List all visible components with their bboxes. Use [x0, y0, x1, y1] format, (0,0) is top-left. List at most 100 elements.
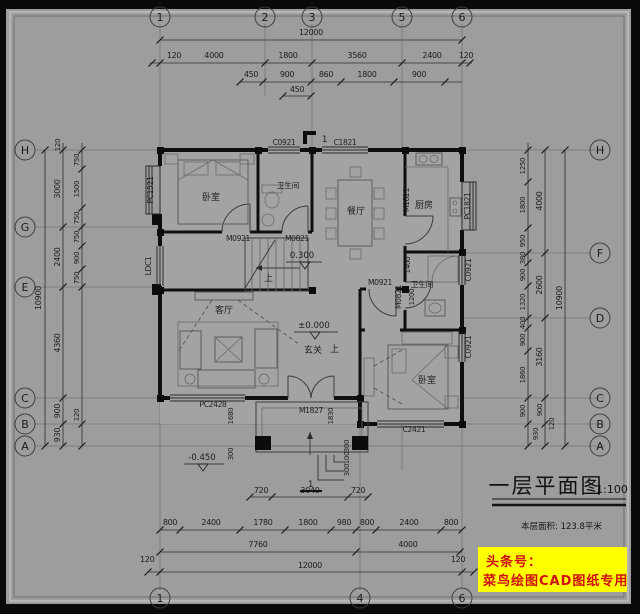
elevation-value: ±0.000	[298, 321, 329, 331]
dim: 950	[519, 235, 527, 247]
room-label-bath2: 卫生间	[411, 279, 434, 289]
grid-label-1: 1	[157, 11, 164, 24]
furniture-bath2	[424, 255, 459, 317]
dim: 860	[319, 70, 334, 79]
dim: 100	[343, 452, 351, 464]
grid-bubbles-top: 1 2 3 5 6	[149, 6, 473, 28]
grid-bubbles-bottom: 1 4 6	[149, 587, 473, 609]
dim: 450	[244, 70, 259, 79]
dim: 1800	[278, 51, 297, 60]
dim: 750	[73, 231, 81, 243]
dim: 300	[343, 440, 351, 452]
dim: 120	[140, 555, 155, 564]
dim: 930	[53, 428, 62, 443]
grid-label-D: D	[596, 312, 604, 325]
dim: 800	[360, 518, 375, 527]
grid-label-1b: 1	[157, 592, 164, 605]
room-label-dining: 餐厅	[347, 205, 365, 217]
dim-interior: 1680 1830 1400 1200 300 300 100 300	[227, 257, 416, 477]
dim: 2400	[53, 247, 62, 266]
furniture-kitchen	[405, 152, 462, 252]
dim: 930	[532, 428, 540, 440]
elevation-ground: ±0.000	[294, 321, 338, 340]
door-m1821-kitchen	[404, 215, 434, 245]
dim: 800	[163, 518, 178, 527]
section-marks: 1 1	[300, 131, 327, 492]
elevation-value: 0.300	[290, 251, 314, 261]
dim: 900	[519, 405, 527, 417]
dim-left: 10900 120 3000 2400 4360 900 930 750 150…	[34, 139, 87, 451]
grid-label-G: G	[21, 221, 30, 234]
dim: 120	[54, 139, 62, 151]
dim: 900	[519, 269, 527, 281]
elevation-landing: 0.300	[286, 251, 322, 270]
dim: 4360	[53, 333, 62, 352]
window-c0921-right2	[458, 332, 466, 362]
door-m0921-bedroom1	[221, 203, 251, 233]
dim: 1250	[519, 158, 527, 175]
furniture-bath1	[261, 184, 283, 227]
dim: 720	[254, 486, 269, 495]
dim: 10900	[555, 286, 564, 310]
dim: 2600	[535, 275, 544, 294]
dim: 1200	[408, 289, 416, 306]
dim: 3000	[53, 179, 62, 198]
dim: 380	[519, 252, 527, 264]
dim: 12000	[298, 561, 322, 570]
dim: 750	[73, 272, 81, 284]
furniture-bedroom1	[164, 153, 255, 225]
entry-porch	[255, 401, 369, 481]
window-pc1521-bay	[145, 165, 161, 215]
badge-line2: 菜鸟绘图CAD图纸专用	[482, 573, 628, 589]
grid-label-C: C	[21, 392, 29, 405]
grid-bubble	[451, 6, 473, 28]
elevation-value: -0.450	[188, 453, 215, 463]
watermark-badge: 头条号： 菜鸟绘图CAD图纸专用	[478, 547, 628, 592]
dim: 980	[337, 518, 352, 527]
title-block: 一层平面图 1:100 本层面积: 123.8平米	[489, 474, 628, 532]
floor-area-label: 本层面积: 123.8平米	[521, 521, 602, 532]
stairs-up-label: 上	[264, 273, 273, 284]
grid-bubble	[391, 6, 413, 28]
opening-labels: C0921 C1821 PC1521 LDC1 PC1821 C0921 C09…	[144, 138, 473, 434]
window-c2421	[377, 420, 444, 428]
grid-label-Cr: C	[596, 392, 604, 405]
dim: 3560	[347, 51, 366, 60]
elevation-markers: 0.300 ±0.000 -0.450 上	[184, 251, 339, 472]
dim: 120	[167, 51, 182, 60]
grid-bubbles-left: H G E C B A	[14, 139, 36, 457]
grid-bubble	[301, 6, 323, 28]
grid-label-6: 6	[459, 11, 466, 24]
dim: 1400	[404, 257, 412, 274]
walls	[152, 147, 466, 428]
grid-label-2: 2	[262, 11, 269, 24]
section-mark-bottom: 1	[308, 480, 313, 490]
dim: 900	[53, 404, 62, 419]
label-m0921-a: M0921	[226, 234, 251, 243]
label-c0921-top: C0921	[273, 138, 296, 147]
label-pc1521: PC1521	[146, 176, 155, 204]
window-pc1821-bay	[461, 181, 477, 231]
grid-bubble	[254, 6, 276, 28]
drawing-scale: 1:100	[596, 483, 628, 496]
label-c0921-r2: C0921	[464, 335, 473, 358]
furniture-bedroom2	[363, 331, 459, 410]
door-m0821-bath2	[404, 281, 432, 309]
grid-label-Hr: H	[596, 144, 604, 157]
dim: 120	[548, 418, 556, 430]
window-c1821-top	[322, 146, 368, 154]
dim: 1780	[253, 518, 272, 527]
dim: 1680	[227, 408, 235, 425]
inner-frame-dark	[13, 15, 625, 598]
foyer-up-label: 上	[330, 344, 339, 355]
room-label-foyer: 玄关	[304, 344, 322, 356]
badge-line1: 头条号：	[486, 554, 542, 570]
grid-label-H: H	[21, 144, 29, 157]
dim: 1830	[327, 408, 335, 425]
dim: 4000	[398, 540, 417, 549]
dim: 300	[343, 464, 351, 476]
grid-label-Ar: A	[596, 440, 604, 453]
dim: 4000	[535, 191, 544, 210]
